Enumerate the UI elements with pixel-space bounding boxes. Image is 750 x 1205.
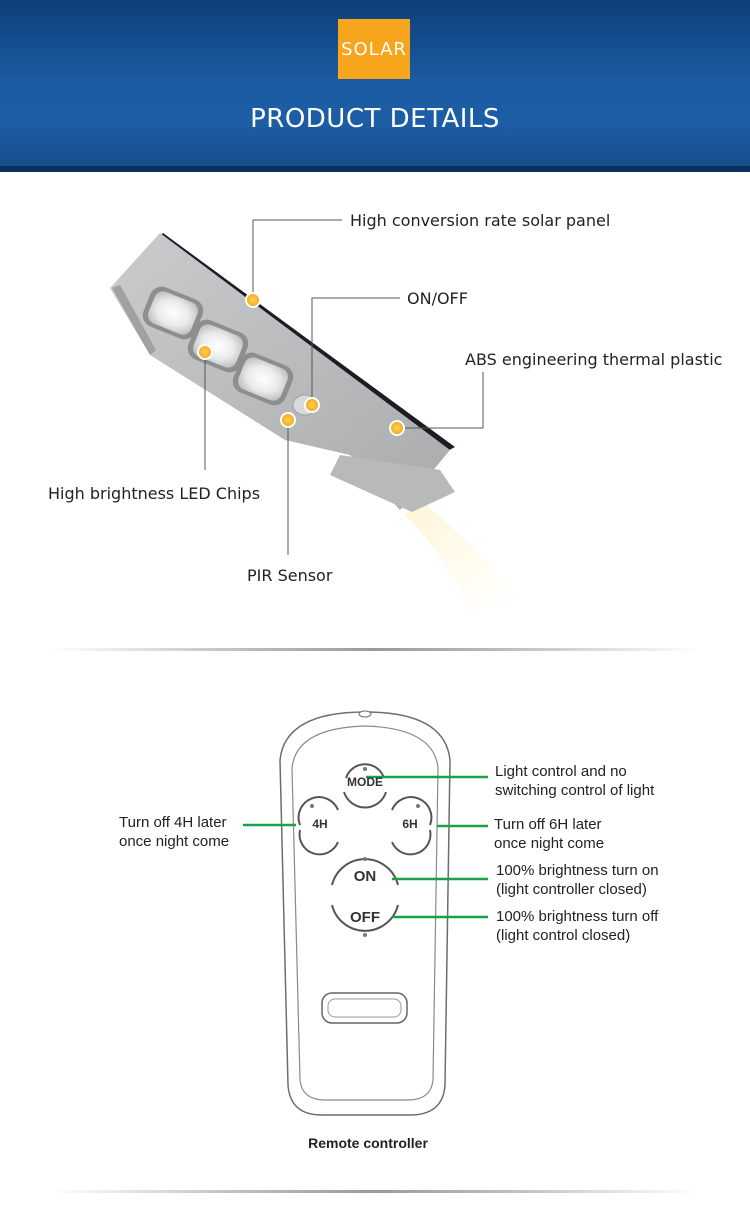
label-on-off: ON/OFF [407, 289, 468, 308]
remote-button-off: OFF [350, 909, 380, 926]
remote-button-mode: MODE [347, 775, 383, 789]
remote-button-4h: 4H [312, 817, 328, 831]
callout-dot-on-off [304, 397, 320, 413]
label-led-chips: High brightness LED Chips [48, 484, 261, 503]
label-solar-panel: High conversion rate solar panel [350, 211, 611, 230]
remote-caption: Remote controller [308, 1135, 428, 1151]
label-abs-plastic: ABS engineering thermal plastic [465, 350, 723, 369]
callout-dot-solar-panel [245, 292, 261, 308]
street-light-illustration [110, 219, 520, 612]
remote-label-off: 100% brightness turn off (light control … [496, 908, 659, 944]
remote-label-on: 100% brightness turn on (light controlle… [496, 862, 659, 898]
remote-label-mode: Light control and no switching control o… [495, 763, 655, 799]
solar-badge: SOLAR [338, 19, 410, 79]
remote-controller-illustration [243, 710, 488, 1116]
led-modules [142, 286, 294, 406]
remote-label-4h: Turn off 4H later once night come [119, 814, 230, 850]
remote-button-on: ON [353, 868, 377, 885]
section-divider [50, 648, 700, 651]
label-pir-sensor: PIR Sensor [247, 566, 333, 585]
callout-dot-abs [389, 420, 405, 436]
callout-dot-pir [280, 412, 296, 428]
header-bottom-strip [0, 166, 750, 172]
remote-label-6h: Turn off 6H later once night come [494, 816, 605, 852]
callout-dot-led [197, 344, 213, 360]
remote-button-6h: 6H [402, 817, 418, 831]
page-title: PRODUCT DETAILS [250, 104, 500, 134]
header-banner: SOLAR PRODUCT DETAILS [0, 0, 750, 172]
bottom-divider [50, 1190, 700, 1193]
